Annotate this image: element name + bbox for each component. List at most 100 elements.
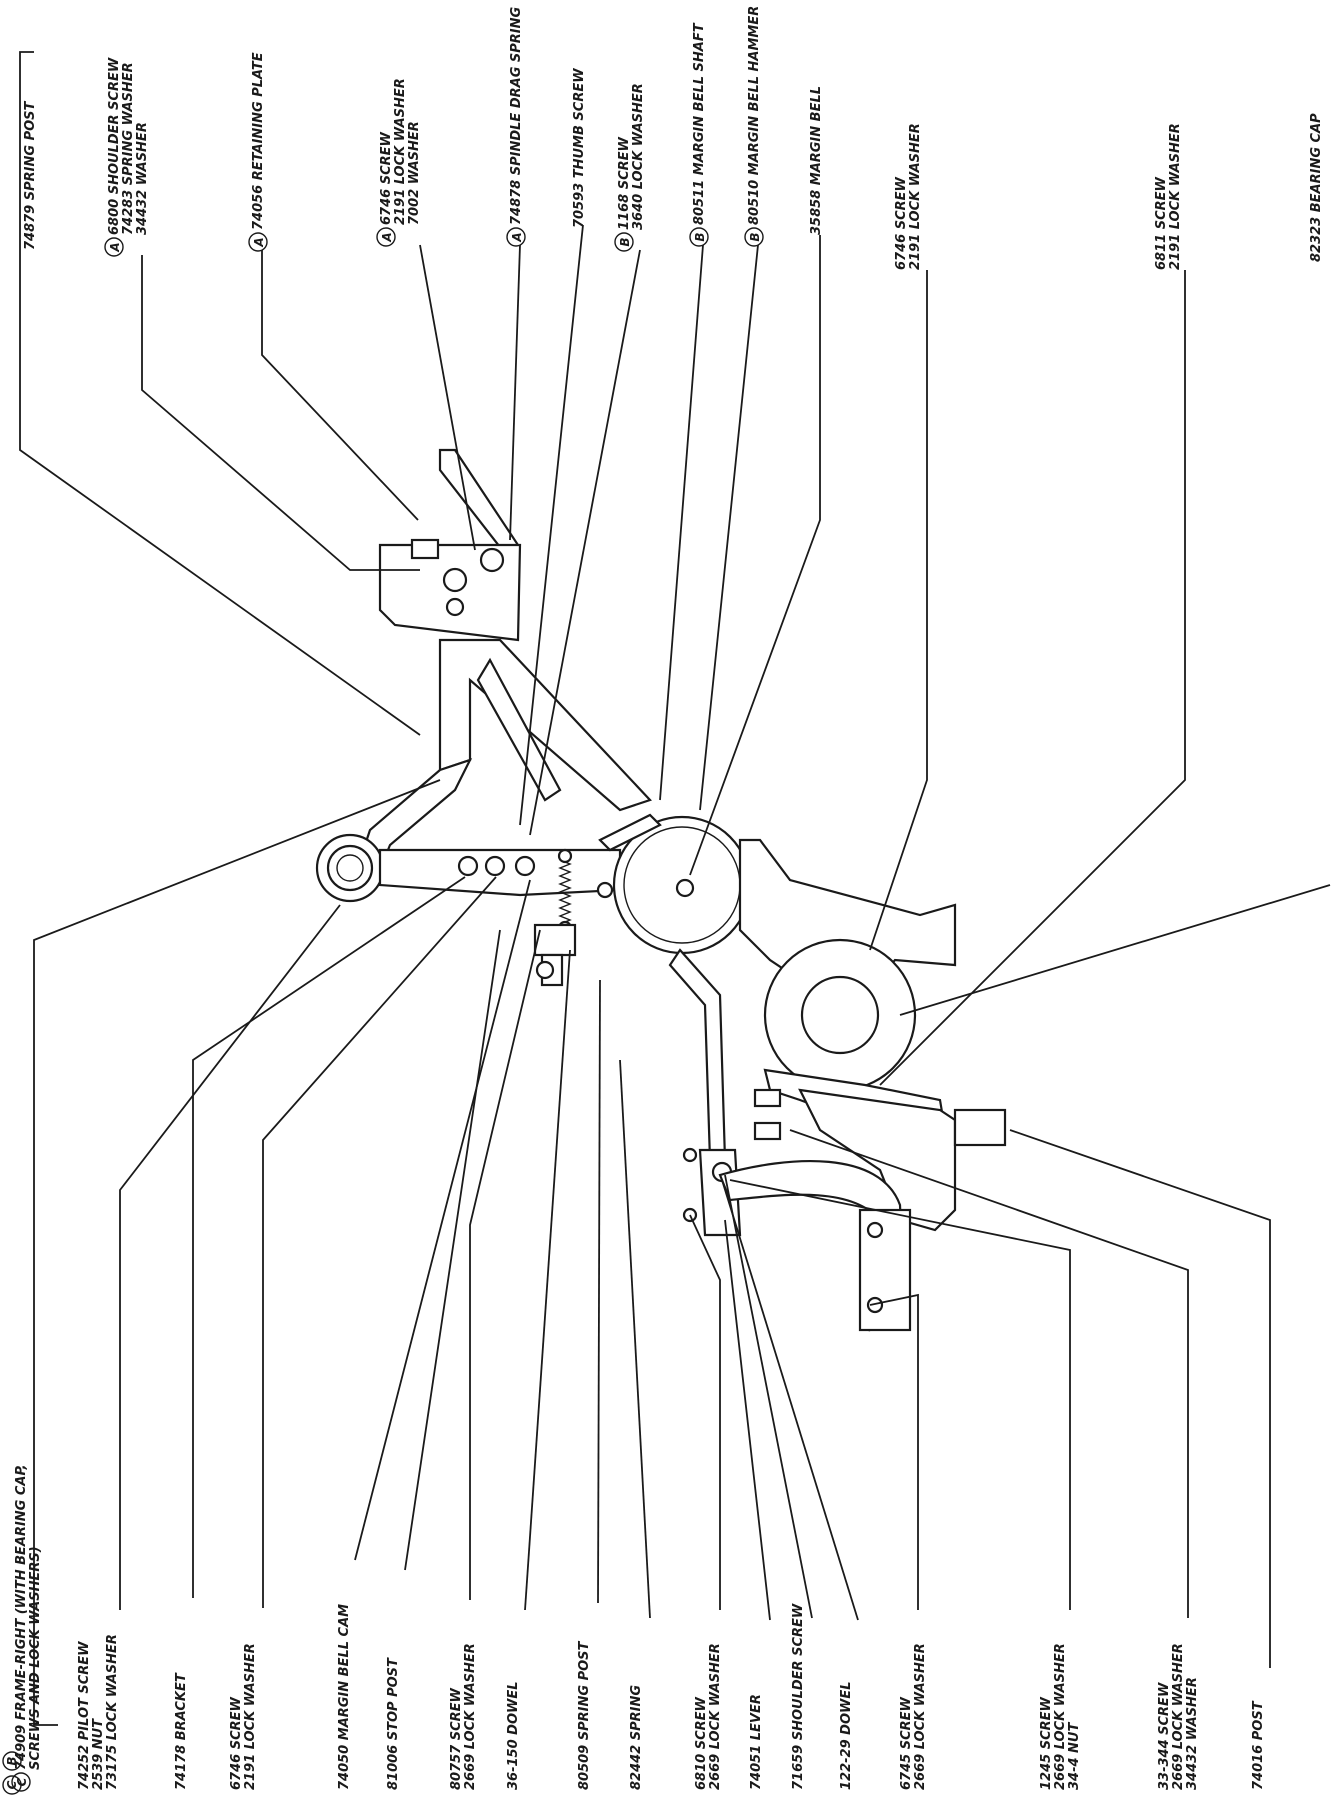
footer-code-letter: B	[5, 1756, 19, 1765]
callout-line: 6745 SCREW	[899, 1696, 914, 1790]
callout-line: 6811 SCREW	[1154, 176, 1169, 270]
callout-line: 6800 SHOULDER SCREW	[107, 57, 122, 235]
callout-line: 6810 SCREW	[694, 1696, 709, 1790]
callout-t13: 82323 BEARING CAP	[1309, 113, 1324, 262]
callout-b10: 82442 SPRING	[629, 1685, 644, 1790]
callout-t10: 35858 MARGIN BELL	[809, 86, 824, 235]
callout-b8: 36-150 DOWEL	[506, 1682, 521, 1791]
callout-line: 80509 SPRING POST	[577, 1640, 592, 1790]
callout-b5: 74050 MARGIN BELL CAM	[337, 1604, 352, 1790]
callout-line: 36-150 DOWEL	[506, 1682, 521, 1791]
callout-line: 70593 THUMB SCREW	[572, 68, 587, 228]
callout-line: 2191 LOCK WASHER	[908, 123, 923, 270]
code-circle	[104, 237, 124, 257]
callout-line: 80510 MARGIN BELL HAMMER	[747, 6, 762, 225]
callout-line: 7002 WASHER	[407, 121, 422, 225]
callout-b3: 74178 BRACKET	[174, 1672, 189, 1790]
callout-line: 1245 SCREW	[1039, 1696, 1054, 1790]
callout-line: 2191 LOCK WASHER	[393, 78, 408, 225]
callout-line: 35858 MARGIN BELL	[809, 86, 824, 235]
callout-line: 6746 SCREW	[379, 131, 394, 225]
callout-line: 74252 PILOT SCREW	[77, 1641, 92, 1790]
callout-line: 1168 SCREW	[617, 136, 632, 230]
callout-line: 2669 LOCK WASHER	[1171, 1643, 1186, 1790]
code-letter: A	[380, 232, 394, 242]
code-letter: A	[510, 232, 524, 242]
code-circle	[376, 227, 396, 247]
footer-code-circle	[2, 1775, 22, 1795]
callout-b9: 80509 SPRING POST	[577, 1640, 592, 1790]
bracket-arm	[438, 448, 520, 563]
pilot-screw-head	[535, 960, 555, 980]
callout-line: 2539 NUT	[91, 1718, 106, 1790]
lever-screw-a	[682, 1147, 698, 1163]
plate-screw-1	[442, 567, 468, 593]
margin-bell-screw	[675, 878, 695, 898]
bell-hammer-arm	[598, 813, 662, 852]
callout-line: 2669 LOCK WASHER	[708, 1643, 723, 1790]
callout-line: 74016 POST	[1251, 1700, 1266, 1790]
callout-b13: 71659 SHOULDER SCREW	[791, 1603, 806, 1790]
post	[953, 1108, 1007, 1147]
callout-line: 122-29 DOWEL	[839, 1682, 854, 1791]
mechanism-drawing	[315, 448, 1007, 1332]
callout-line: 80511 MARGIN BELL SHAFT	[692, 22, 707, 225]
cap-screw-2	[753, 1121, 782, 1141]
code-circle	[506, 227, 526, 247]
callout-line: 71659 SHOULDER SCREW	[791, 1603, 806, 1790]
callout-line: 74878 SPINDLE DRAG SPRING	[509, 6, 524, 225]
code-letter: B	[693, 232, 707, 241]
callout-line: 73175 LOCK WASHER	[105, 1634, 120, 1790]
code-letter: C	[15, 1777, 29, 1786]
plate-screw-2	[479, 547, 505, 573]
code-circle	[689, 227, 709, 247]
callout-line: 74283 SPRING WASHER	[121, 62, 136, 235]
code-letter: B	[748, 232, 762, 241]
lower-screw-1	[866, 1221, 884, 1239]
lower-screw-2	[866, 1296, 884, 1314]
code-letter: B	[618, 237, 632, 246]
code-circle	[248, 232, 268, 252]
plate-screw-3	[445, 597, 465, 617]
callout-t1: 74879 SPRING POST	[23, 100, 38, 250]
callout-line: SCREWS AND LOCK WASHERS)	[28, 1546, 43, 1770]
callout-line: 34432 WASHER	[1185, 1677, 1200, 1790]
code-circle	[614, 232, 634, 252]
callout-line: 82442 SPRING	[629, 1685, 644, 1790]
code-letter: A	[108, 242, 122, 252]
callout-line: 74178 BRACKET	[174, 1672, 189, 1790]
callout-line: 2669 LOCK WASHER	[463, 1643, 478, 1790]
frame-cross-brace	[476, 657, 562, 802]
callout-line: 2191 LOCK WASHER	[1168, 123, 1183, 270]
callout-line: 34-4 NUT	[1067, 1722, 1082, 1790]
plate-washer	[410, 538, 440, 560]
footer-code-letter: C	[5, 1780, 19, 1789]
callout-b6: 81006 STOP POST	[386, 1657, 401, 1790]
code-circle	[11, 1772, 31, 1792]
callout-t9: B 80510 MARGIN BELL HAMMER	[744, 6, 764, 247]
code-circle	[744, 227, 764, 247]
frame-screw-2	[484, 855, 506, 877]
callout-line: 74050 MARGIN BELL CAM	[337, 1604, 352, 1790]
callout-line: 80757 SCREW	[449, 1687, 464, 1790]
callout-line: 74879 SPRING POST	[23, 100, 38, 250]
callout-t6: 70593 THUMB SCREW	[572, 68, 587, 228]
callout-t8: B 80511 MARGIN BELL SHAFT	[689, 22, 709, 247]
callout-b18: 74016 POST	[1251, 1700, 1266, 1790]
pilot-boss-core	[336, 854, 364, 882]
spring-post-top	[557, 848, 573, 864]
stop-post-block	[533, 923, 577, 957]
callout-line: 74051 LEVER	[749, 1694, 764, 1790]
